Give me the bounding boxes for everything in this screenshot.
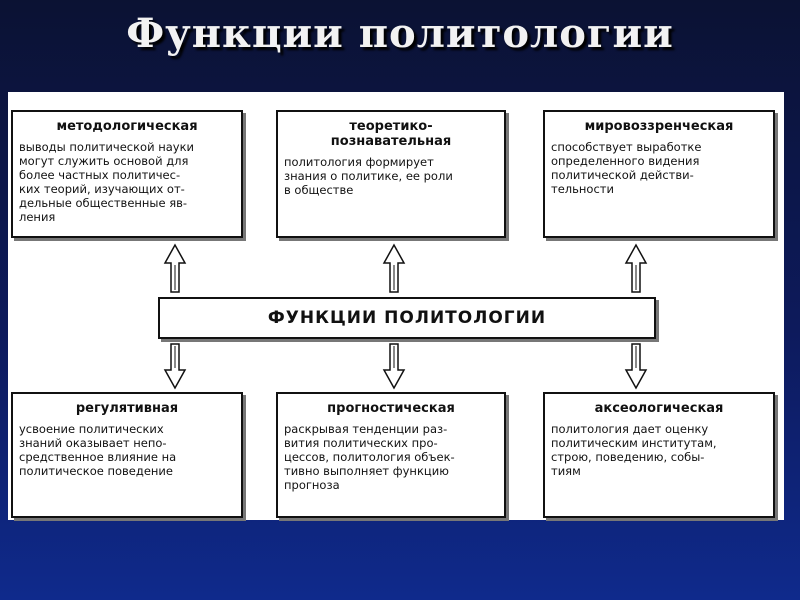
slide-title: Функции политологии	[126, 10, 674, 57]
functions-diagram: методологическая выводы политической нау…	[8, 92, 784, 520]
function-description: усвоение политических знаний оказывает н…	[19, 422, 177, 478]
function-description: политология формирует знания о политике,…	[284, 155, 453, 197]
function-title: регулятивная	[75, 401, 179, 416]
function-box-regulatory: регулятивная усвоение политических знани…	[11, 392, 243, 518]
function-box-axiological: аксеологическая политология дает оценку …	[543, 392, 775, 518]
function-box-theoretical-cognitive: теоретико- познавательная политология фо…	[276, 110, 506, 238]
function-description: способствует выработке определенного вид…	[551, 140, 702, 196]
arrows-layer	[163, 243, 648, 390]
function-description: раскрывая тенденции раз- вития политичес…	[284, 422, 455, 492]
function-box-methodological: методологическая выводы политической нау…	[11, 110, 243, 238]
function-description: политология дает оценку политическим инс…	[551, 422, 717, 478]
function-title: прогностическая	[327, 401, 455, 416]
function-description: выводы политической науки могут служить …	[19, 140, 195, 224]
function-title: аксеологическая	[594, 401, 724, 416]
function-box-worldview: мировоззренческая способствует выработке…	[543, 110, 775, 238]
function-title: мировоззренческая	[584, 119, 734, 134]
function-box-prognostic: прогностическая раскрывая тенденции раз-…	[276, 392, 506, 518]
function-title: теоретико- познавательная	[330, 119, 452, 149]
center-label-box: ФУНКЦИИ ПОЛИТОЛОГИИ	[158, 297, 656, 339]
function-title: методологическая	[56, 119, 198, 134]
